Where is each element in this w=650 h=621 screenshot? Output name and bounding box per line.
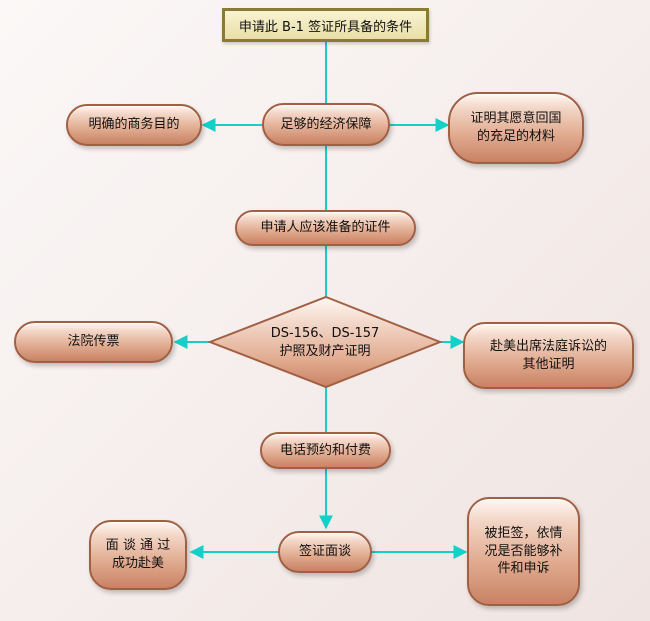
node-business-purpose: 明确的商务目的 [66,104,202,146]
node-title: 申请此 B-1 签证所具备的条件 [222,8,429,42]
node-interview-passed: 面 谈 通 过 成功赴美 [89,520,187,590]
node-economic-guarantee: 足够的经济保障 [262,103,390,146]
node-required-documents: 申请人应该准备的证件 [235,210,416,246]
node-court-summons: 法院传票 [14,321,173,363]
node-court-other-evidence: 赴美出席法庭诉讼的 其他证明 [463,322,634,389]
node-visa-interview: 签证面谈 [278,531,372,573]
node-phone-appointment: 电话预约和付费 [260,432,391,469]
node-refused-appeal: 被拒签，依情 况是否能够补 件和申诉 [467,497,580,606]
decision-diamond [207,295,443,389]
node-return-evidence: 证明其愿意回国 的充足的材料 [448,92,584,164]
